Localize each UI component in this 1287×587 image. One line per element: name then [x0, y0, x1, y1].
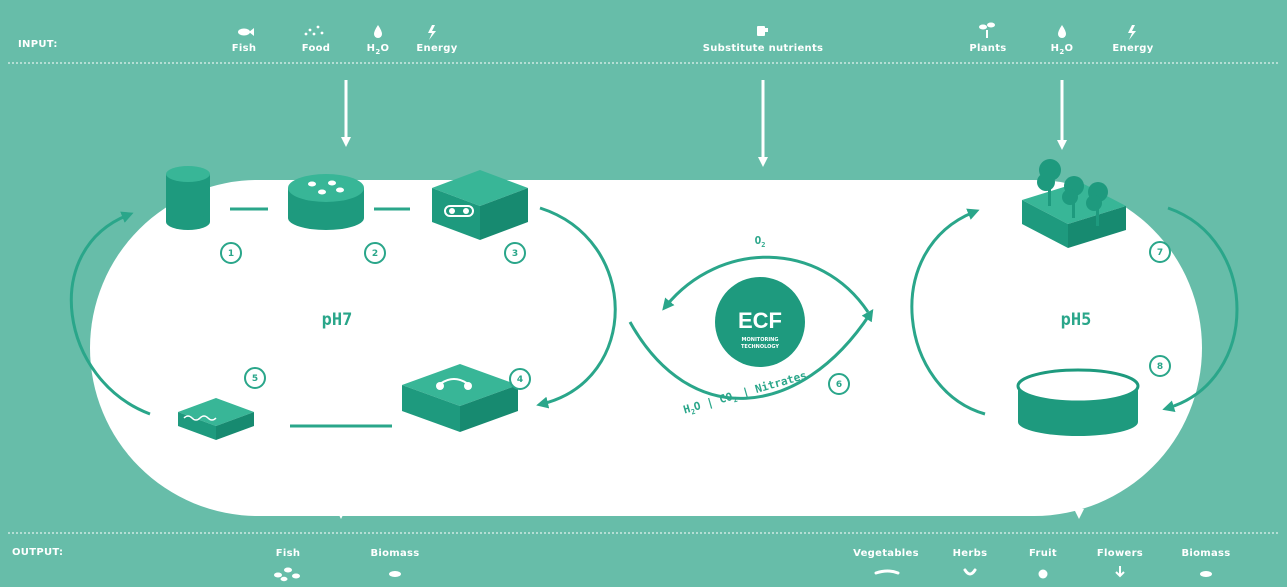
biomass-icon [1200, 571, 1212, 577]
right-loop-ph: pH5 [1061, 310, 1092, 330]
fish-output-icon [274, 567, 300, 582]
settling-tank-icon [288, 174, 364, 230]
nutrient-flow-arrow [628, 308, 874, 400]
oxygen-flow-arrow [662, 255, 870, 313]
biofilter-box-icon [432, 170, 528, 240]
ecf-logo-text: ECF [738, 308, 782, 333]
lightning-icon [428, 25, 436, 40]
mineralization-box-icon [402, 364, 518, 432]
food-pellets-icon [304, 25, 324, 36]
input-item-food: Food [302, 43, 331, 54]
output-item-biomass-2: Biomass [1181, 548, 1230, 559]
output-item-fish: Fish [276, 548, 301, 559]
right-loop-forward-arrow [1162, 206, 1239, 412]
input-item-water-2: H2O [1051, 43, 1074, 56]
hydroponic-bed-icon [1022, 159, 1126, 248]
step-marker-2: 2 [364, 242, 386, 264]
water-drop-icon [374, 25, 382, 38]
output-item-fruit: Fruit [1029, 548, 1057, 559]
left-loop-return-arrow [69, 211, 151, 416]
step-marker-5: 5 [244, 367, 266, 389]
sludge-box-icon [178, 398, 254, 440]
sprout-icon [979, 22, 995, 38]
step-marker-3: 3 [504, 242, 526, 264]
svg-text:8: 8 [1157, 362, 1163, 372]
biomass-icon [389, 571, 401, 577]
input-item-substitute-nutrients: Substitute nutrients [703, 43, 824, 54]
step-marker-6: 6 [828, 373, 850, 395]
step-marker-7: 7 [1149, 241, 1171, 263]
herb-icon [963, 568, 977, 576]
lightning-icon [1128, 25, 1136, 40]
output-item-biomass: Biomass [370, 548, 419, 559]
input-label: INPUT: [18, 39, 58, 50]
vegetable-icon [874, 569, 900, 575]
right-loop-return-arrow [910, 208, 986, 416]
ecf-logo-sub2: TECHNOLOGY [741, 344, 779, 350]
output-label: OUTPUT: [12, 547, 63, 558]
svg-text:6: 6 [836, 380, 842, 390]
svg-text:5: 5 [252, 374, 258, 384]
step-marker-4: 4 [509, 368, 531, 390]
output-item-flowers: Flowers [1097, 548, 1143, 559]
output-item-herbs: Herbs [953, 548, 988, 559]
step-marker-1: 1 [220, 242, 242, 264]
step-marker-8: 8 [1149, 355, 1171, 377]
water-drop-icon [1058, 25, 1066, 38]
input-item-energy-2: Energy [1112, 43, 1153, 54]
output-item-vegetables: Vegetables [853, 548, 919, 559]
input-item-energy: Energy [416, 43, 457, 54]
svg-text:3: 3 [512, 249, 518, 259]
oxygen-label: O2 [755, 234, 766, 249]
svg-text:4: 4 [517, 375, 523, 385]
input-item-fish: Fish [232, 43, 257, 54]
left-loop-ph: pH7 [322, 310, 353, 330]
sump-tank-icon [1016, 368, 1140, 436]
fish-icon [238, 28, 254, 36]
svg-text:2: 2 [372, 249, 378, 259]
input-item-plants: Plants [969, 43, 1006, 54]
svg-text:1: 1 [228, 249, 234, 259]
ecf-logo: ECF MONITORING TECHNOLOGY [715, 277, 805, 367]
flower-icon [1115, 566, 1125, 578]
input-item-water: H2O [367, 43, 390, 56]
ecf-logo-sub1: MONITORING [742, 337, 779, 343]
fruit-icon [1038, 569, 1048, 579]
nutrient-jug-icon [757, 26, 768, 36]
fish-tank-icon [166, 166, 210, 230]
left-loop-forward-arrow [536, 206, 617, 409]
svg-text:7: 7 [1157, 248, 1163, 258]
